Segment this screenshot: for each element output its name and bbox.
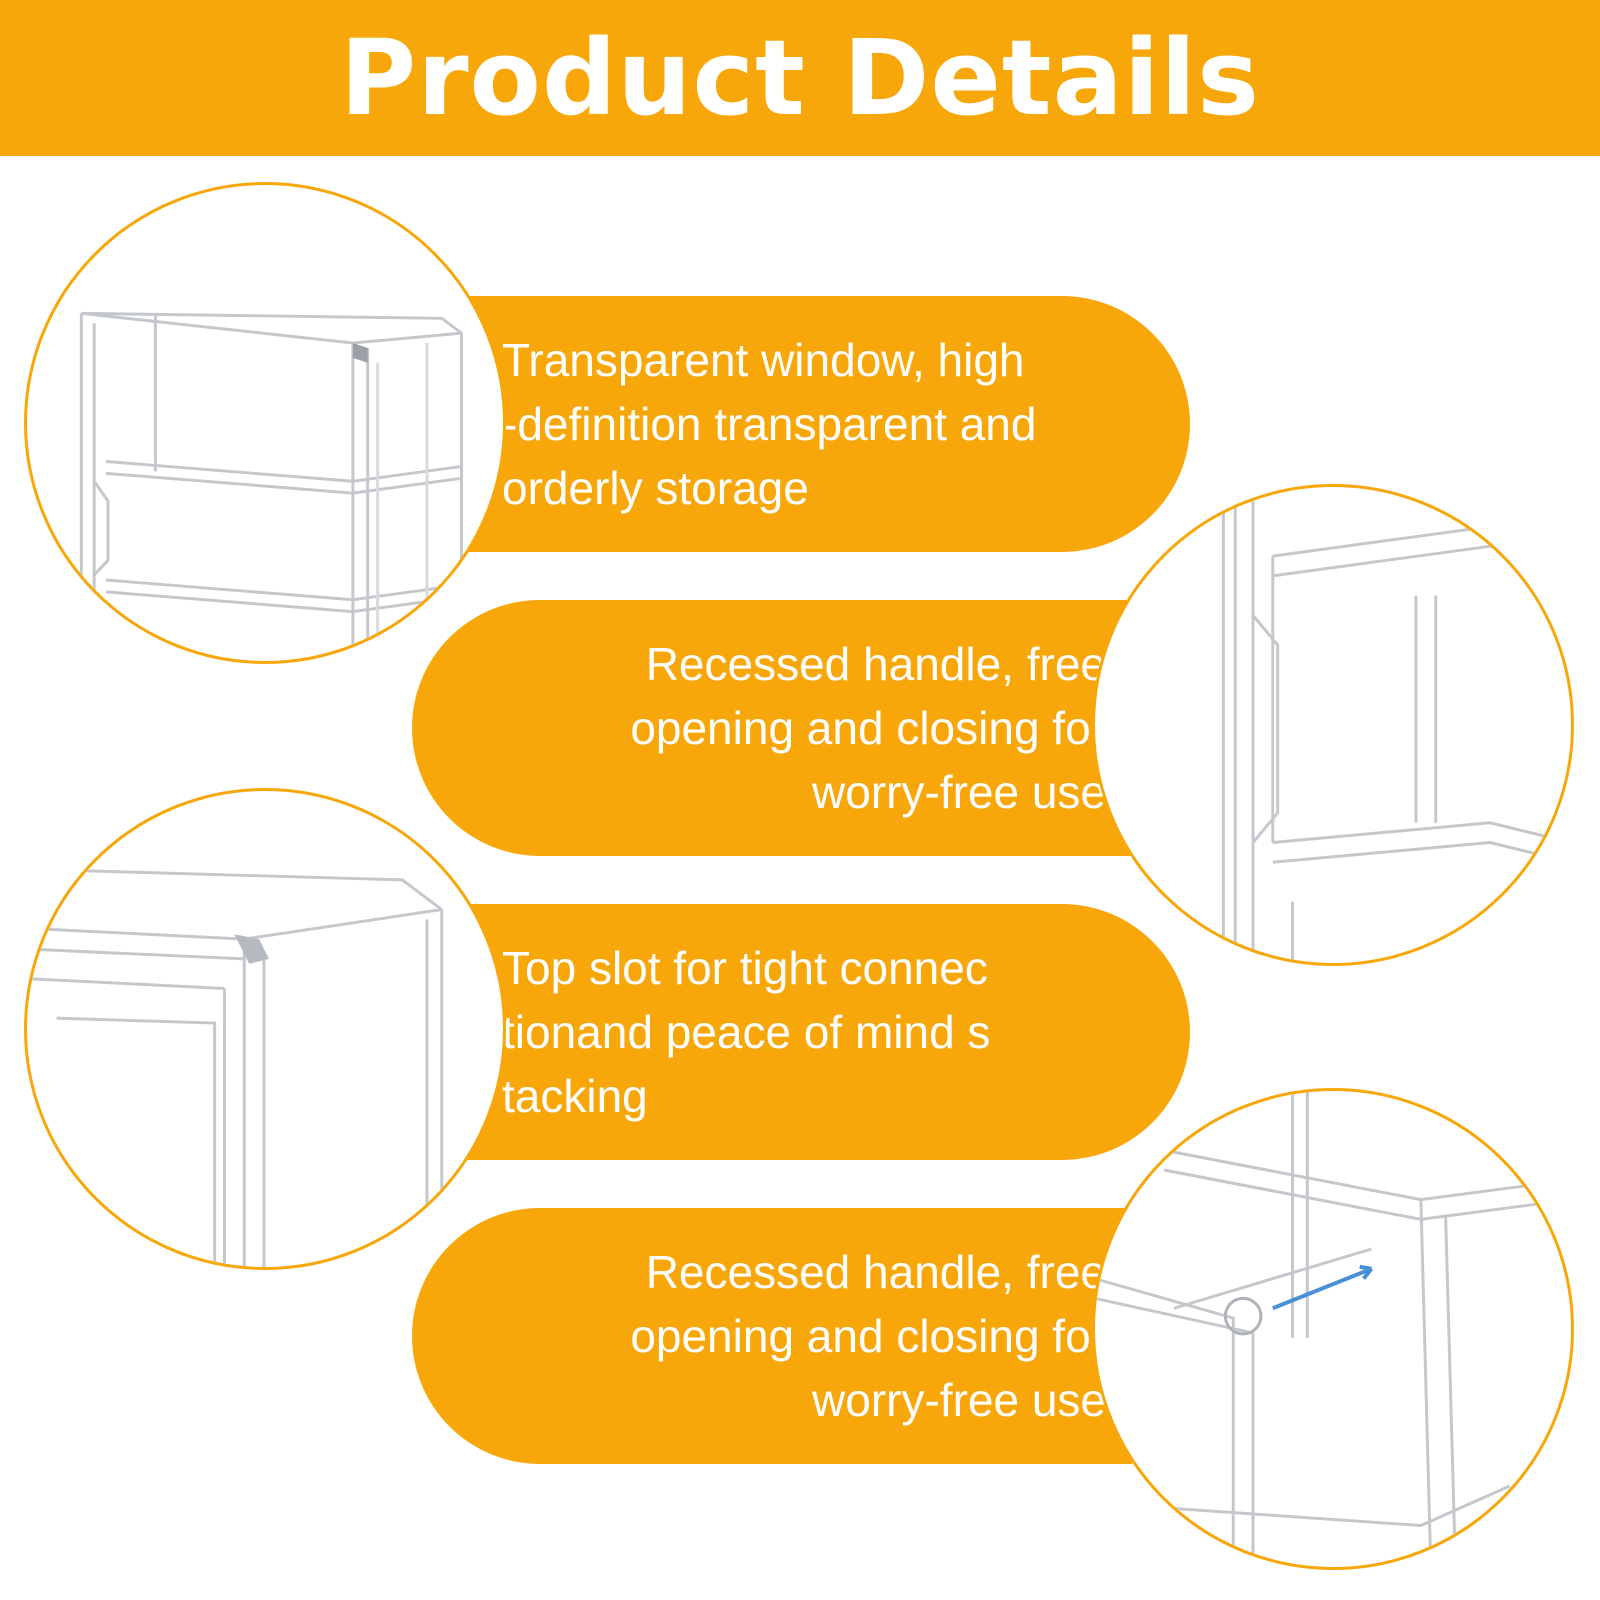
recessed-handle-illustration [1221,487,1571,963]
stacking-slot-illustration [1095,1091,1571,1567]
feature-pill-1: Transparent window, high -definition tra… [440,296,1190,552]
transparent-shelf-photo [24,182,506,664]
feature-pill-4: Recessed handle, free opening and closin… [412,1208,1132,1464]
feature-text-1: Transparent window, high -definition tra… [502,334,1037,514]
stacking-slot-photo [1092,1088,1574,1570]
top-corner-illustration [27,868,444,1267]
title-banner: Product Details [0,0,1600,156]
feature-text-3: Top slot for tight connec tionand peace … [502,942,991,1122]
feature-pill-3: Top slot for tight connec tionand peace … [440,904,1190,1160]
top-corner-photo [24,788,506,1270]
feature-pill-2: Recessed handle, free opening and closin… [412,600,1132,856]
transparent-shelf-illustration [79,311,464,660]
feature-text-2: Recessed handle, free opening and closin… [630,638,1106,818]
recessed-handle-photo [1092,484,1574,966]
feature-text-4: Recessed handle, free opening and closin… [630,1246,1106,1426]
page-title: Product Details [340,17,1260,139]
